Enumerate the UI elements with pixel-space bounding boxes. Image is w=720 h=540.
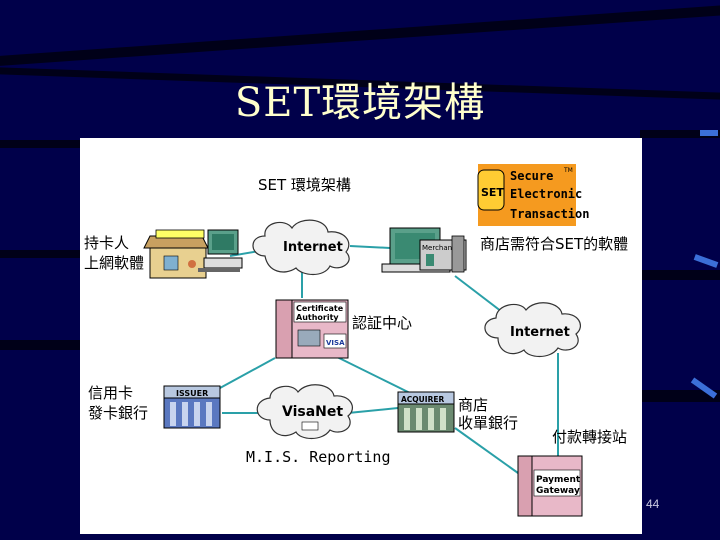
internet-cloud-left: Internet [253, 220, 349, 274]
background-accent [694, 254, 719, 268]
internet-cloud-right: Internet [485, 303, 580, 357]
visanet-label: VisaNet [282, 404, 343, 420]
issuer-bank-icon: ISSUER [164, 386, 220, 428]
acquirer-tag: ACQUIRER [401, 395, 444, 404]
background-stripe [0, 250, 90, 258]
issuer-tag: ISSUER [176, 389, 208, 398]
issuer-label-line2: 發卡銀行 [88, 404, 148, 422]
background-accent [700, 130, 718, 136]
gateway-tag-line1: Payment [536, 475, 581, 485]
ca-visa-card: VISA [326, 339, 345, 347]
diagram-title: SET 環境架構 [258, 176, 351, 194]
set-logo-word-transaction: Transaction [510, 207, 589, 221]
link-acquirer-gateway [455, 428, 518, 473]
acquirer-bank-icon: ACQUIRER [398, 392, 454, 432]
ca-label: 認証中心 [352, 314, 412, 332]
set-logo-word-secure: Secure [510, 169, 553, 183]
page-number: 44 [646, 497, 659, 511]
cardholder-home-icon [144, 230, 242, 278]
gateway-label: 付款轉接站 [552, 428, 627, 446]
cardholder-label-line2: 上網軟體 [84, 254, 144, 272]
payment-gateway-icon: Payment Gateway [518, 456, 582, 516]
visanet-cloud: VisaNet [257, 385, 352, 439]
internet-left-label: Internet [283, 240, 343, 255]
link-ca-acquirer [335, 356, 410, 393]
merchant-device-tag: Merchant [422, 244, 455, 252]
acquirer-label-line1: 商店 [458, 396, 488, 414]
link-visanet-acquirer [348, 408, 398, 413]
background-stripe [640, 270, 720, 280]
slide-title: SET環境架構 [0, 70, 720, 128]
acquirer-label-line2: 收單銀行 [458, 414, 518, 432]
gateway-tag-line2: Gateway [536, 486, 580, 496]
issuer-label-line1: 信用卡 [88, 384, 133, 402]
set-architecture-diagram: SET 環境架構 SET Secure Electronic Transacti… [80, 138, 642, 534]
certificate-authority-icon: Certificate Authority VISA [276, 300, 348, 358]
set-logo: SET Secure Electronic Transaction TM [478, 164, 589, 226]
link-internet-merchant [350, 246, 390, 248]
background-stripe [0, 340, 90, 350]
background-stripe [0, 3, 720, 67]
merchant-computer-icon: Merchant [382, 228, 466, 272]
merchant-label: 商店需符合SET的軟體 [480, 235, 628, 253]
cardholder-label-line1: 持卡人 [84, 234, 129, 252]
link-ca-issuer [220, 358, 275, 388]
set-logo-trademark: TM [563, 167, 573, 174]
set-logo-word-electronic: Electronic [510, 187, 582, 201]
set-logo-badge: SET [481, 186, 504, 199]
mis-reporting-caption: M.I.S. Reporting [246, 448, 391, 466]
internet-right-label: Internet [510, 325, 570, 340]
ca-tag-line2: Authority [296, 313, 339, 322]
ca-tag-line1: Certificate [296, 304, 344, 313]
